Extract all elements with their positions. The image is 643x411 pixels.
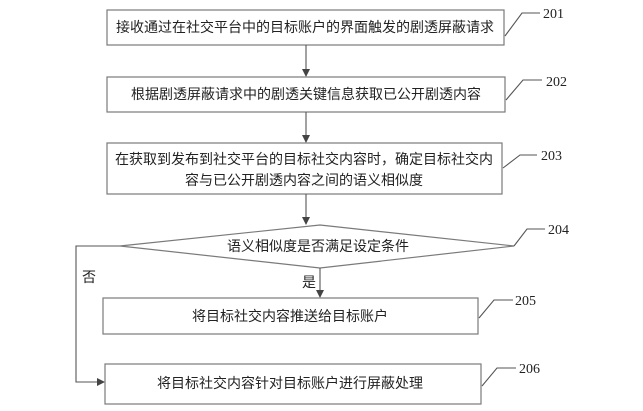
step-204-text: 语义相似度是否满足设定条件: [227, 238, 409, 255]
step-202-box: [106, 76, 506, 113]
step-201-leader: [504, 12, 540, 37]
step-204-leader: [513, 228, 545, 247]
branch-no-label: 否: [82, 270, 96, 286]
step-205-text: 将目标社交内容推送给目标账户: [192, 308, 388, 325]
step-201: 接收通过在社交平台中的目标账户的界面触发的剧透屏蔽请求 201: [106, 7, 564, 46]
step-206-label: 206: [519, 362, 540, 377]
step-206: 将目标社交内容针对目标账户进行屏蔽处理 206: [104, 362, 540, 405]
step-205: 将目标社交内容推送给目标账户 205: [102, 294, 536, 335]
step-204-decision: 语义相似度是否满足设定条件 204: [119, 223, 569, 269]
step-203-text-line2: 容与已公开剧透内容之间的语义相似度: [185, 172, 423, 189]
step-205-box: [102, 297, 479, 335]
step-203-leader: [502, 154, 537, 169]
step-202: 根据剧透屏蔽请求中的剧透关键信息获取已公开剧透内容 202: [106, 75, 567, 113]
step-203-box: [106, 142, 503, 195]
step-201-box: [106, 9, 505, 46]
step-201-text: 接收通过在社交平台中的目标账户的界面触发的剧透屏蔽请求: [116, 19, 494, 36]
branch-yes-label: 是: [302, 275, 316, 291]
step-203-label: 203: [541, 149, 562, 164]
step-202-text: 根据剧透屏蔽请求中的剧透关键信息获取已公开剧透内容: [131, 86, 481, 103]
step-201-label: 201: [543, 7, 564, 22]
step-204-label: 204: [548, 223, 569, 238]
step-205-label: 205: [515, 294, 536, 309]
arrow-no: [75, 245, 120, 386]
step-206-box: [104, 363, 482, 405]
step-205-leader: [478, 299, 513, 319]
step-203: 在获取到发布到社交平台的目标社交内容时，确定目标社交内 容与已公开剧透内容之间的…: [106, 142, 562, 195]
step-203-text-line1: 在获取到发布到社交平台的目标社交内容时，确定目标社交内: [115, 151, 493, 168]
step-202-leader: [505, 79, 542, 101]
step-206-text: 将目标社交内容针对目标账户进行屏蔽处理: [157, 375, 423, 392]
step-202-label: 202: [546, 75, 567, 90]
step-206-leader: [481, 367, 516, 387]
